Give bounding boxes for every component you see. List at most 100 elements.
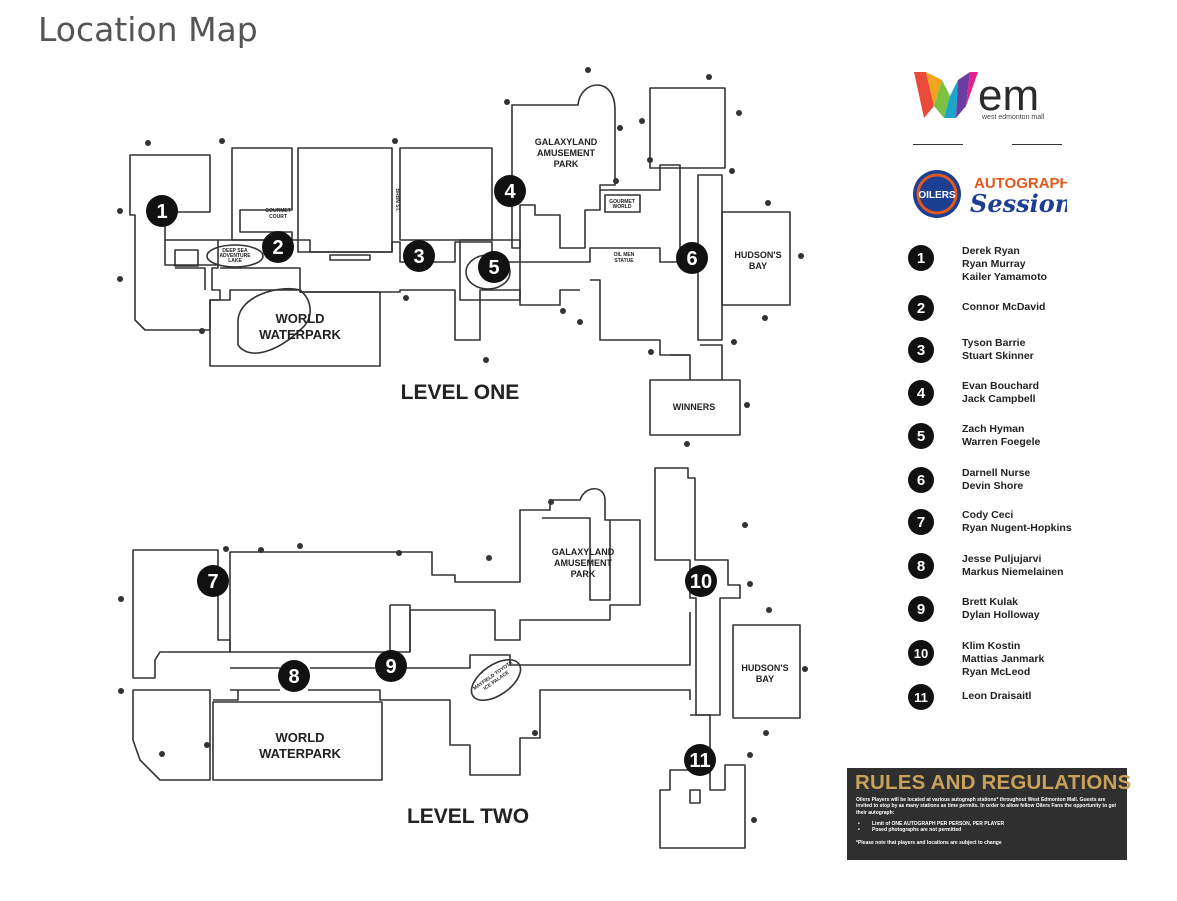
level-one-label: LEVEL ONE	[401, 381, 520, 404]
player-name: Tyson Barrie	[962, 337, 1026, 349]
rules-body: Oilers Players will be located at variou…	[856, 797, 1122, 847]
legend-row-9: 9 Brett Kulak Dylan Holloway	[908, 596, 1108, 622]
session-text: Session	[970, 189, 1067, 218]
legend-players-7: Cody Ceci Ryan Nugent-Hopkins	[962, 509, 1072, 535]
legend-badge-3: 3	[908, 337, 934, 363]
player-name: Mattias Janmark	[962, 653, 1045, 665]
legend-players-1: Derek Ryan Ryan Murray Kailer Yamamoto	[962, 245, 1047, 284]
level-two-label: LEVEL TWO	[407, 805, 529, 828]
legend-players-9: Brett Kulak Dylan Holloway	[962, 596, 1040, 622]
player-name: Devin Shore	[962, 480, 1024, 492]
page-title: Location Map	[38, 10, 258, 49]
rules-title: RULES AND REGULATIONS	[855, 771, 1132, 794]
station-marker-2[interactable]: 2	[262, 231, 294, 263]
station-marker-11[interactable]: 11	[684, 744, 716, 776]
station-marker-8[interactable]: 8	[278, 660, 310, 692]
player-name: Ryan Murray	[962, 258, 1026, 270]
station-marker-3[interactable]: 3	[403, 240, 435, 272]
station-marker-4[interactable]: 4	[494, 175, 526, 207]
legend-row-6: 6 Darnell Nurse Devin Shore	[908, 467, 1108, 493]
wem-text: em	[978, 71, 1039, 120]
legend-players-2: Connor McDavid	[962, 295, 1045, 314]
svg-text:3: 3	[413, 246, 424, 268]
legend-row-11: 11 Leon Draisaitl	[908, 684, 1108, 710]
legend-players-8: Jesse Puljujarvi Markus Niemelainen	[962, 553, 1064, 579]
store-dots-l1	[117, 67, 804, 447]
legend-badge-4: 4	[908, 380, 934, 406]
legend-players-4: Evan Bouchard Jack Campbell	[962, 380, 1039, 406]
legend-row-10: 10 Klim Kostin Mattias Janmark Ryan McLe…	[908, 640, 1108, 679]
legend-badge-9: 9	[908, 596, 934, 622]
station-marker-1[interactable]: 1	[146, 195, 178, 227]
rules-intro: Oilers Players will be located at variou…	[856, 797, 1117, 816]
rules-box: RULES AND REGULATIONS Oilers Players wil…	[847, 768, 1131, 860]
legend-badge-10: 10	[908, 640, 934, 666]
legend-players-5: Zach Hyman Warren Foegele	[962, 423, 1040, 449]
station-marker-5[interactable]: 5	[478, 251, 510, 283]
player-name: Warren Foegele	[962, 436, 1041, 448]
player-name: Ryan McLeod	[962, 666, 1031, 678]
player-name: Leon Draisaitl	[962, 690, 1032, 702]
wem-logo: em west edmonton mall	[914, 71, 1045, 121]
station-marker-7[interactable]: 7	[197, 565, 229, 597]
legend-players-10: Klim Kostin Mattias Janmark Ryan McLeod	[962, 640, 1044, 679]
svg-text:5: 5	[488, 257, 499, 279]
player-name: Stuart Skinner	[962, 350, 1034, 362]
legend-badge-6: 6	[908, 467, 934, 493]
player-name: Klim Kostin	[962, 640, 1021, 652]
legend-row-2: 2 Connor McDavid	[908, 295, 1108, 321]
legend-row-1: 1 Derek Ryan Ryan Murray Kailer Yamamoto	[908, 245, 1108, 284]
svg-text:2: 2	[272, 237, 283, 259]
legend-row-5: 5 Zach Hyman Warren Foegele	[908, 423, 1108, 449]
player-name: Brett Kulak	[962, 596, 1019, 608]
player-name: Zach Hyman	[962, 423, 1025, 435]
legend-players-11: Leon Draisaitl	[962, 684, 1031, 703]
svg-text:4: 4	[504, 181, 516, 203]
ice-palace-label: MAYFIELD TOYOTAICE PALACE	[472, 660, 518, 697]
station-marker-6[interactable]: 6	[676, 242, 708, 274]
player-name: Connor McDavid	[962, 301, 1046, 313]
legend-badge-11: 11	[908, 684, 934, 710]
brbn-st-label: BRBN ST.	[394, 188, 400, 212]
autograph-text: AUTOGRAPH	[974, 175, 1067, 192]
rules-list: Limit of ONE AUTOGRAPH PER PERSON, PER P…	[856, 821, 1122, 834]
player-name: Darnell Nurse	[962, 467, 1031, 479]
station-markers: 1 2 3 4 5 6 7 8 9 10 11	[146, 175, 717, 776]
svg-text:7: 7	[207, 571, 218, 593]
oilers-autograph-logo: OILERS AUTOGRAPH Session	[913, 170, 1067, 218]
rules-item: Posed photographs are not permitted	[856, 827, 1122, 834]
legend-row-8: 8 Jesse Puljujarvi Markus Niemelainen	[908, 553, 1108, 579]
svg-text:6: 6	[686, 248, 697, 270]
legend-players-6: Darnell Nurse Devin Shore	[962, 467, 1030, 493]
logo-divider-left	[913, 144, 963, 145]
station-marker-9[interactable]: 9	[375, 650, 407, 682]
player-name: Markus Niemelainen	[962, 566, 1064, 578]
winners-label: WINNERS	[673, 402, 716, 412]
legend-badge-1: 1	[908, 245, 934, 271]
player-name: Cody Ceci	[962, 509, 1014, 521]
player-name: Kailer Yamamoto	[962, 271, 1048, 283]
logo-divider-right	[1012, 144, 1062, 145]
station-marker-10[interactable]: 10	[685, 565, 717, 597]
legend-badge-5: 5	[908, 423, 934, 449]
legend-row-4: 4 Evan Bouchard Jack Campbell	[908, 380, 1108, 406]
player-name: Jesse Puljujarvi	[962, 553, 1042, 565]
store-dots-l2	[118, 499, 808, 823]
player-name: Evan Bouchard	[962, 380, 1040, 392]
legend-badge-7: 7	[908, 509, 934, 535]
player-name: Jack Campbell	[962, 393, 1036, 405]
legend-players-3: Tyson Barrie Stuart Skinner	[962, 337, 1034, 363]
